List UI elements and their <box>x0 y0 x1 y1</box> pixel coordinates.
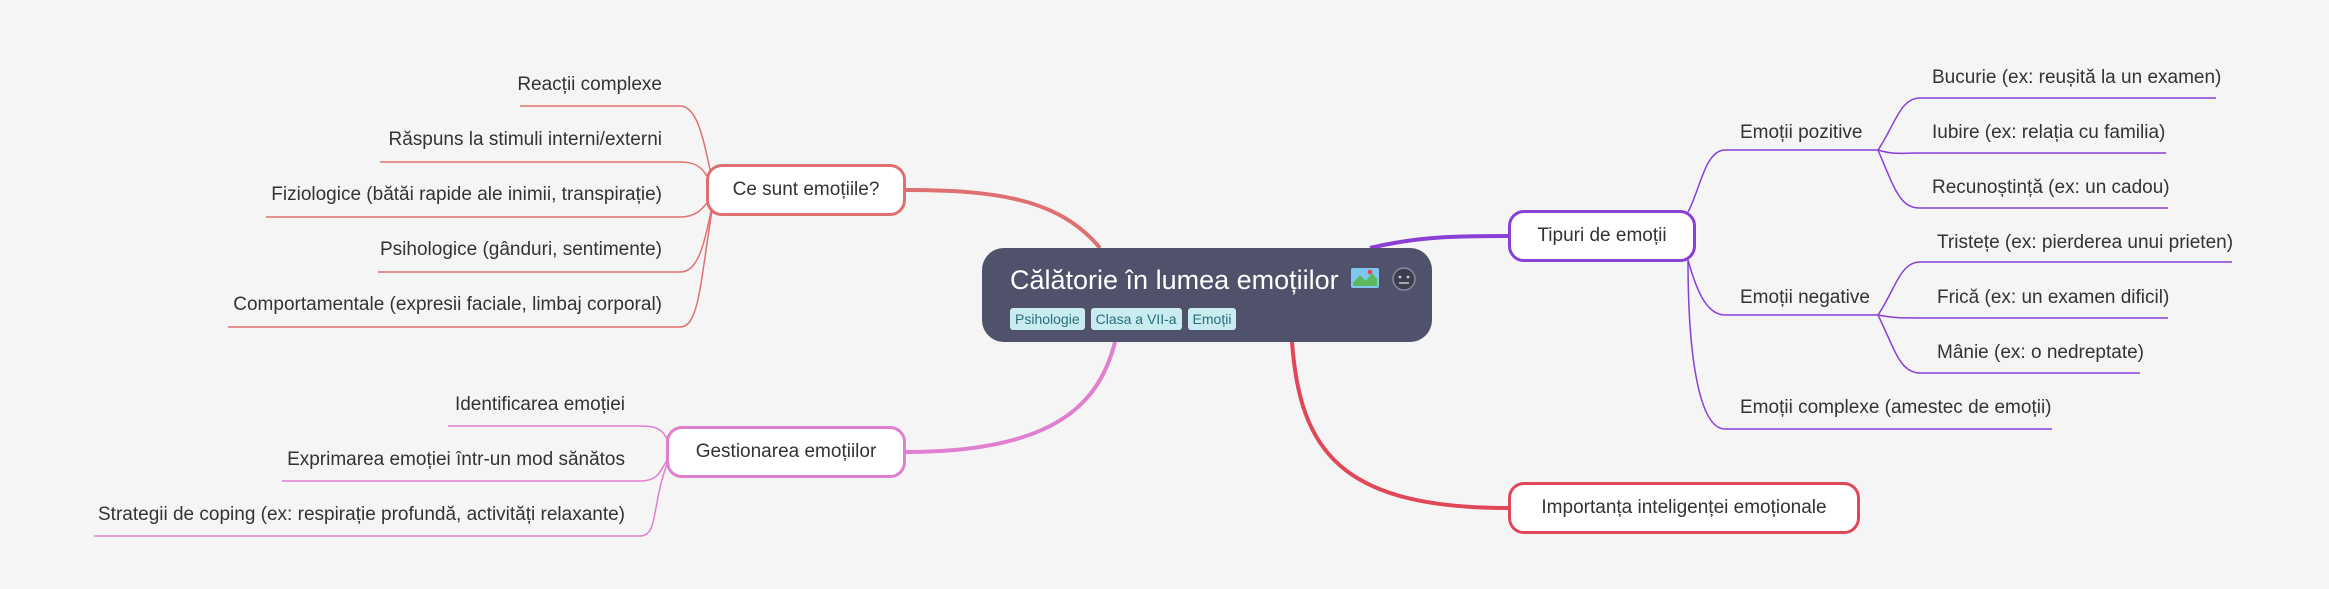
leaf-ce-sunt-4[interactable]: Psihologice (gânduri, sentimente) <box>380 239 662 260</box>
root-title-row: Călătorie în lumea emoțiilor <box>1010 262 1416 300</box>
root-tags: Psihologie Clasa a VII-a Emoții <box>1010 307 1404 330</box>
leaf-gestionarea-2[interactable]: Exprimarea emoției într-un mod sănătos <box>287 449 625 470</box>
leaf-negative-2[interactable]: Frică (ex: un examen dificil) <box>1937 287 2170 308</box>
branch-label: Importanța inteligenței emoționale <box>1541 497 1827 518</box>
branch-gestionarea-emotiilor[interactable]: Gestionarea emoțiilor <box>666 426 906 478</box>
connector-tipuri-complexe <box>1687 259 2052 430</box>
branch-tipuri-de-emotii[interactable]: Tipuri de emoții <box>1508 210 1696 262</box>
branch-label: Gestionarea emoțiilor <box>695 441 877 462</box>
leaf-gestionarea-3[interactable]: Strategii de coping (ex: respirație prof… <box>98 504 625 525</box>
leaf-negative-3[interactable]: Mânie (ex: o nedreptate) <box>1937 342 2145 363</box>
connector-pozitive-1 <box>1877 97 2216 151</box>
branch-label: Ce sunt emoțiile? <box>732 179 880 200</box>
neutral-face-icon <box>1391 264 1416 300</box>
connector-gestionarea-3 <box>94 451 673 537</box>
group-emotii-pozitive[interactable]: Emoții pozitive <box>1740 122 1863 143</box>
root-title: Călătorie în lumea emoțiilor <box>1010 265 1339 295</box>
connector-pozitive-3 <box>1877 149 2168 209</box>
leaf-negative-1[interactable]: Tristețe (ex: pierderea unui prieten) <box>1937 232 2234 253</box>
leaf-ce-sunt-2[interactable]: Răspuns la stimuli interni/externi <box>388 129 662 150</box>
group-emotii-negative[interactable]: Emoții negative <box>1740 287 1870 308</box>
connector-root-ce-sunt <box>905 188 1102 250</box>
leaf-pozitive-1[interactable]: Bucurie (ex: reușită la un examen) <box>1932 67 2222 88</box>
group-emotii-complexe[interactable]: Emoții complexe (amestec de emoții) <box>1740 397 2052 418</box>
branch-ce-sunt-emotiile[interactable]: Ce sunt emoțiile? <box>706 164 906 216</box>
tag[interactable]: Psihologie <box>1010 307 1085 330</box>
branch-label: Tipuri de emoții <box>1537 225 1667 246</box>
leaf-pozitive-3[interactable]: Recunoștință (ex: un cadou) <box>1932 177 2170 198</box>
connector-tipuri-pozitive <box>1687 149 1878 213</box>
connector-pozitive-2 <box>1877 149 2166 155</box>
connector-root-importanta <box>1290 341 1509 510</box>
connector-root-tipuri <box>1369 234 1509 250</box>
branch-importanta-inteligentei-emotionale[interactable]: Importanța inteligenței emoționale <box>1508 482 1860 534</box>
connector-negative-2 <box>1877 314 2168 319</box>
connector-tipuri-negative <box>1687 259 1878 316</box>
leaf-ce-sunt-1[interactable]: Reacții complexe <box>517 74 662 95</box>
leaf-ce-sunt-3[interactable]: Fiziologice (bătăi rapide ale inimii, tr… <box>271 184 662 205</box>
connector-negative-1 <box>1877 261 2232 316</box>
leaf-gestionarea-1[interactable]: Identificarea emoției <box>454 394 625 415</box>
tag[interactable]: Emoții <box>1187 307 1237 330</box>
connector-ce-sunt-5 <box>228 191 716 328</box>
leaf-pozitive-2[interactable]: Iubire (ex: relația cu familia) <box>1932 122 2166 143</box>
root-node[interactable]: Călătorie în lumea emoțiilor Psihologie … <box>982 248 1432 342</box>
connector-negative-3 <box>1877 314 2140 374</box>
connector-root-gestionarea <box>905 341 1117 454</box>
leaf-ce-sunt-5[interactable]: Comportamentale (expresii faciale, limba… <box>233 294 662 315</box>
map-icon <box>1350 264 1380 300</box>
tag[interactable]: Clasa a VII-a <box>1090 307 1182 330</box>
